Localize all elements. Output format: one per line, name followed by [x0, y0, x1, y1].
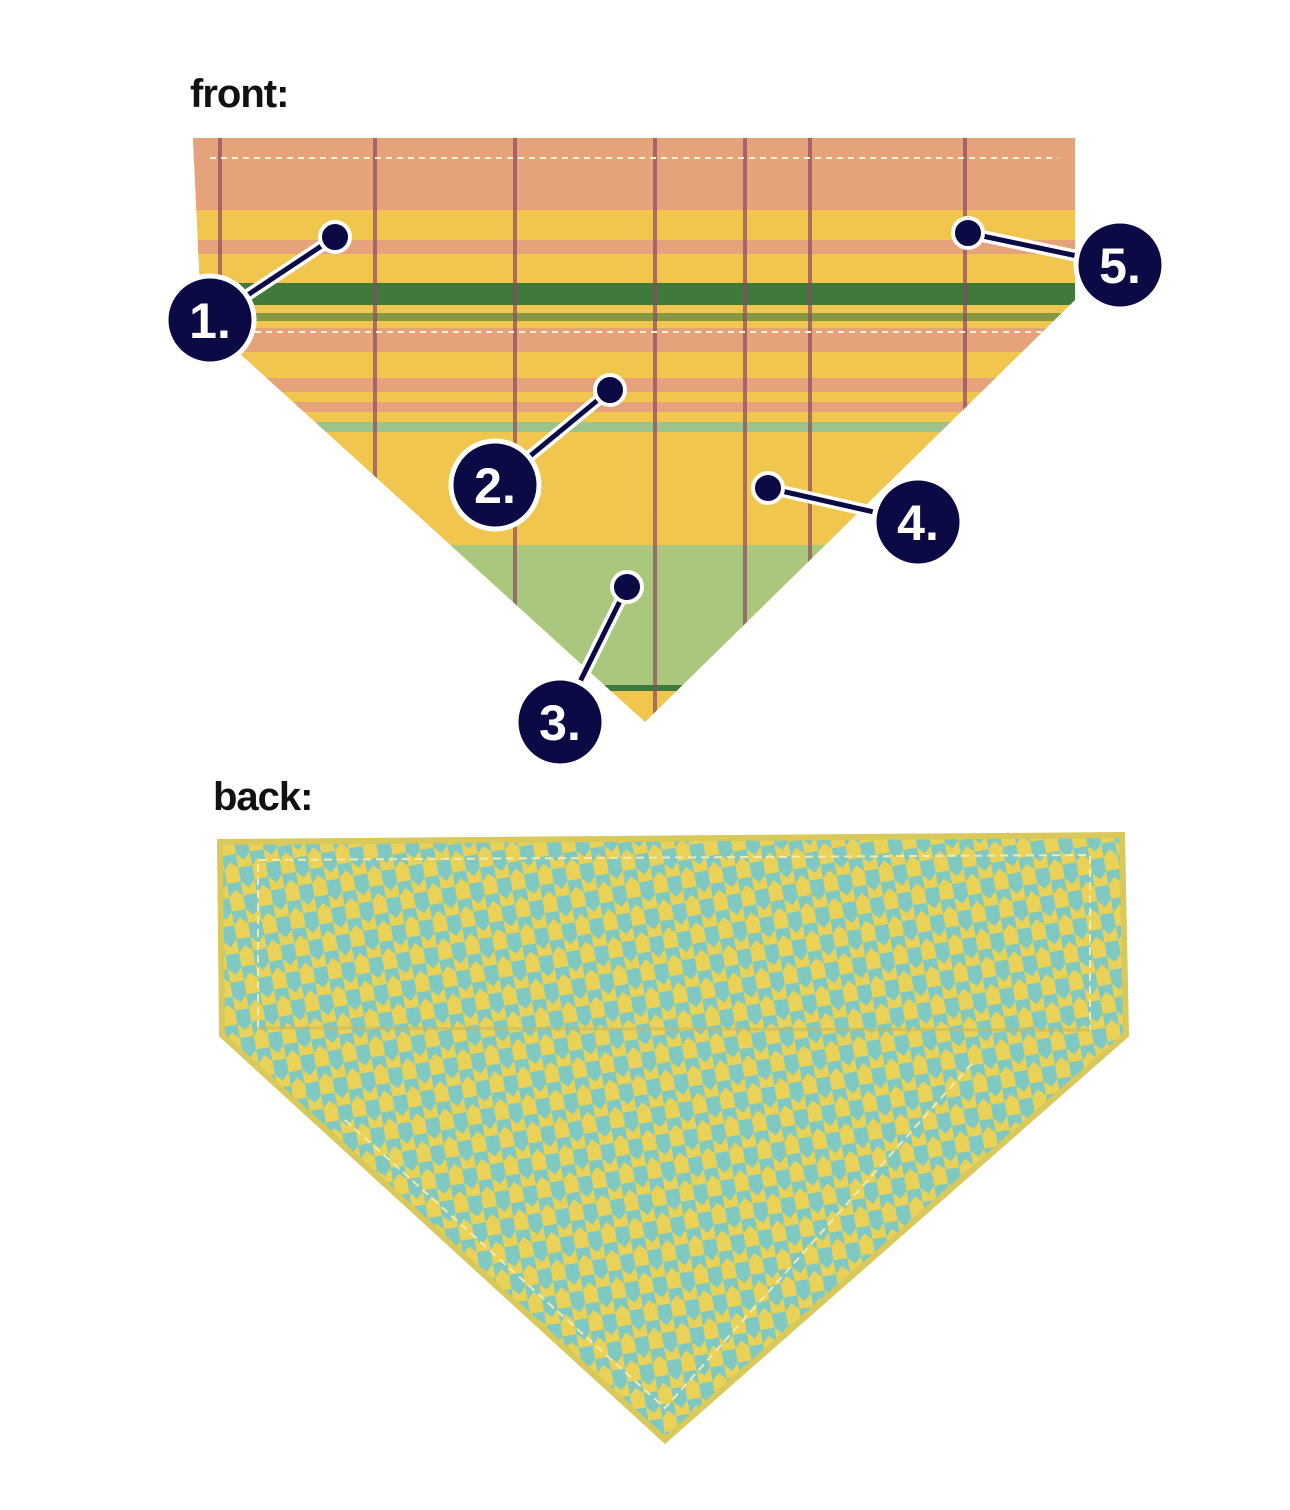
callout-5-label: 5.	[1099, 238, 1141, 294]
front-bandana	[193, 138, 1075, 722]
callout-3-label: 3.	[539, 695, 581, 751]
callout-1: 1.	[163, 220, 352, 367]
back-label: back:	[213, 775, 313, 819]
callout-1-label: 1.	[189, 293, 231, 349]
callout-2-label: 2.	[474, 458, 516, 514]
front-label: front:	[190, 72, 289, 116]
back-bandana	[216, 831, 1130, 1445]
callout-4-label: 4.	[897, 495, 939, 551]
callout-2: 2.	[448, 373, 627, 532]
callout-5: 5.	[951, 216, 1167, 312]
callout-3: 3.	[513, 570, 644, 769]
callout-4: 4.	[751, 471, 965, 569]
